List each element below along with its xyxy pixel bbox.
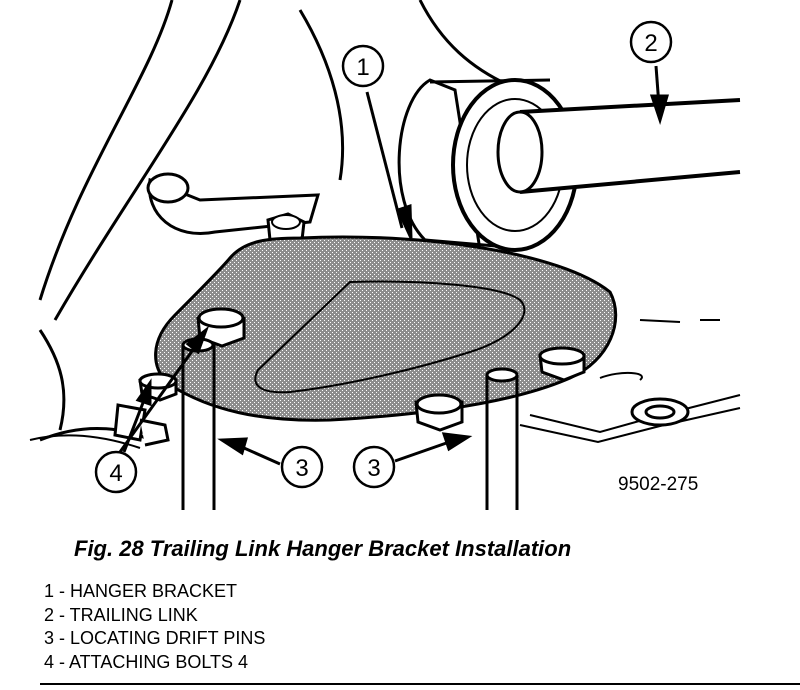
figure-caption: Fig. 28 Trailing Link Hanger Bracket Ins… xyxy=(74,536,572,561)
callout-2-label: 2 xyxy=(644,30,657,57)
legend-item-locating-drift-pins: 3 - LOCATING DRIFT PINS xyxy=(44,628,266,648)
trailing-link xyxy=(397,78,741,252)
callout-3-left-label: 3 xyxy=(295,455,308,482)
bottom-rule xyxy=(40,683,800,685)
crossmember xyxy=(29,319,741,449)
figure-code: 9502-275 xyxy=(618,474,698,495)
crossmember-bolt xyxy=(630,397,690,427)
lower-left-bracket xyxy=(113,403,170,447)
callout-3-right: 3 xyxy=(352,445,396,489)
callout-4: 4 xyxy=(94,450,138,494)
callout-1: 1 xyxy=(341,44,385,88)
hanger-bracket-illustration: 1 2 3 3 4 9502-275 xyxy=(29,0,741,510)
legend-item-hanger-bracket: 1 - HANGER BRACKET xyxy=(44,581,238,601)
callout-3-right-label: 3 xyxy=(367,455,380,482)
callout-4-label: 4 xyxy=(109,460,122,487)
bolt-lower-center xyxy=(414,393,464,432)
callout-1-label: 1 xyxy=(356,54,369,81)
bolt-right xyxy=(538,346,586,382)
vehicle-frame xyxy=(38,0,521,442)
legend-item-trailing-link: 2 - TRAILING LINK xyxy=(44,604,198,625)
drift-pin-left xyxy=(181,345,216,510)
leader-lines xyxy=(118,65,669,466)
drift-pin-right xyxy=(485,375,519,510)
callout-3-left: 3 xyxy=(280,445,324,489)
legend: 1 - HANGER BRACKET 2 - TRAILING LINK 3 -… xyxy=(44,580,265,674)
locating-drift-pins xyxy=(181,337,519,510)
frame-arm xyxy=(146,172,321,248)
callout-2: 2 xyxy=(629,20,673,64)
legend-item-attaching-bolts: 4 - ATTACHING BOLTS 4 xyxy=(44,651,249,672)
